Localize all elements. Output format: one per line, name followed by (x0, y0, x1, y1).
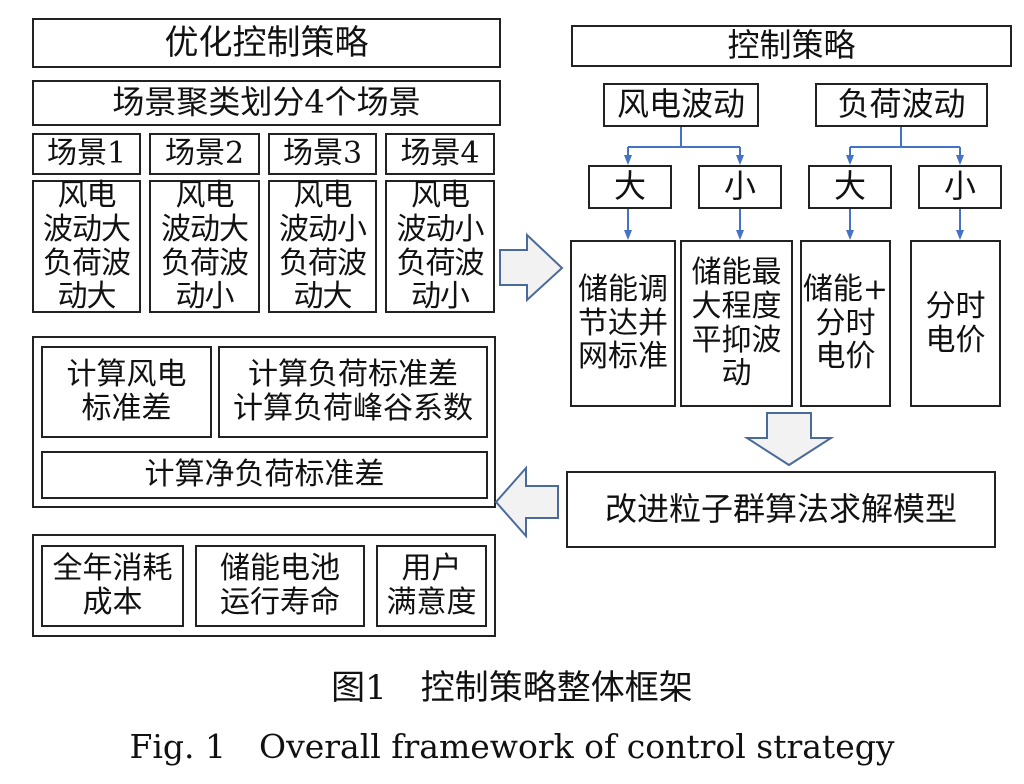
block-arrow-right (499, 232, 564, 303)
calc-wind-std-text: 计算风电 标准差 (66, 357, 187, 426)
calc-wind-std-box: 计算风电 标准差 (41, 346, 212, 438)
objective-user-satisfaction: 用户 满意度 (376, 545, 487, 627)
indicator-calculation-group (32, 336, 496, 508)
scenario-4-label-text: 场景4 (400, 136, 480, 172)
scenario-3-label: 场景3 (268, 133, 377, 175)
load-small-text: 小 (943, 167, 976, 206)
scenario-2-description: 风电 波动大 负荷波 动小 (149, 178, 260, 315)
block-arrow-left (494, 465, 559, 539)
objective-annual-cost-text: 全年消耗 成本 (52, 551, 173, 620)
calc-net-load-std-box: 计算净负荷标准差 (41, 451, 488, 499)
scenario-clustering-text: 场景聚类划分4个场景 (112, 83, 421, 122)
action-storage-tou-price: 储能+ 分时 电价 (800, 240, 891, 407)
action-max-smoothing-text: 储能最 大程度 平抑波 动 (691, 255, 782, 392)
scenario-1-description-text: 风电 波动大 负荷波 动大 (43, 178, 131, 315)
objectives-group (32, 534, 496, 637)
scenario-clustering-box: 场景聚类划分4个场景 (32, 80, 501, 126)
action-storage-tou-price-text: 储能+ 分时 电价 (802, 272, 889, 375)
control-strategy-title: 控制策略 (571, 25, 1012, 67)
figure-caption-chinese: 图1 控制策略整体框架 (331, 668, 693, 708)
load-large-box: 大 (808, 165, 892, 209)
scenario-3-label-text: 场景3 (282, 136, 363, 172)
action-tou-price-text: 分时 电价 (925, 288, 986, 358)
scenario-2-label-text: 场景2 (164, 136, 245, 172)
wind-fluctuation-box: 风电波动 (603, 83, 759, 127)
calc-net-load-std-text: 计算净负荷标准差 (144, 457, 385, 493)
objective-battery-life: 储能电池 运行寿命 (195, 545, 365, 627)
action-grid-standard-text: 储能调 节达并 网标准 (578, 272, 668, 375)
scenario-4-label: 场景4 (385, 133, 495, 175)
figure-caption-english: Fig. 1 Overall framework of control stra… (129, 727, 895, 766)
load-branch-connector (846, 127, 964, 165)
action-tou-price: 分时 电价 (910, 240, 1001, 407)
wind-fluctuation-text: 风电波动 (616, 85, 745, 124)
scenario-1-description: 风电 波动大 负荷波 动大 (32, 178, 141, 315)
objective-annual-cost: 全年消耗 成本 (41, 545, 184, 627)
load-large-text: 大 (833, 167, 866, 206)
objective-battery-life-text: 储能电池 运行寿命 (220, 551, 340, 620)
scenario-1-label: 场景1 (32, 133, 141, 175)
block-arrow-down (743, 412, 835, 467)
objective-user-satisfaction-text: 用户 满意度 (386, 551, 477, 620)
wind-branch-connector (624, 127, 744, 165)
scenario-2-description-text: 风电 波动大 负荷波 动小 (161, 178, 249, 315)
load-fluctuation-box: 负荷波动 (815, 83, 988, 127)
optimization-strategy-title: 优化控制策略 (32, 18, 501, 68)
wind-small-text: 小 (723, 167, 756, 206)
wind-large-box: 大 (588, 165, 672, 209)
scenario-3-description-text: 风电 波动小 负荷波 动大 (279, 178, 367, 315)
scenario-2-label: 场景2 (149, 133, 260, 175)
level-to-action-connectors (624, 209, 964, 240)
optimization-strategy-title-text: 优化控制策略 (164, 22, 369, 63)
scenario-4-description: 风电 波动小 负荷波 动小 (385, 178, 495, 315)
load-fluctuation-text: 负荷波动 (837, 85, 966, 124)
control-strategy-title-text: 控制策略 (727, 26, 856, 65)
action-max-smoothing: 储能最 大程度 平抑波 动 (680, 240, 793, 407)
scenario-1-label-text: 场景1 (46, 136, 127, 172)
wind-large-text: 大 (613, 167, 646, 206)
load-small-box: 小 (918, 165, 1002, 209)
pso-solver-text: 改进粒子群算法求解模型 (604, 489, 957, 528)
calc-load-std-text: 计算负荷标准差 计算负荷峰谷系数 (233, 357, 473, 426)
scenario-4-description-text: 风电 波动小 负荷波 动小 (396, 178, 485, 315)
wind-small-box: 小 (698, 165, 782, 209)
pso-solver-box: 改进粒子群算法求解模型 (566, 471, 996, 548)
scenario-3-description: 风电 波动小 负荷波 动大 (268, 178, 377, 315)
calc-load-std-box: 计算负荷标准差 计算负荷峰谷系数 (218, 346, 488, 438)
action-grid-standard: 储能调 节达并 网标准 (570, 240, 676, 407)
